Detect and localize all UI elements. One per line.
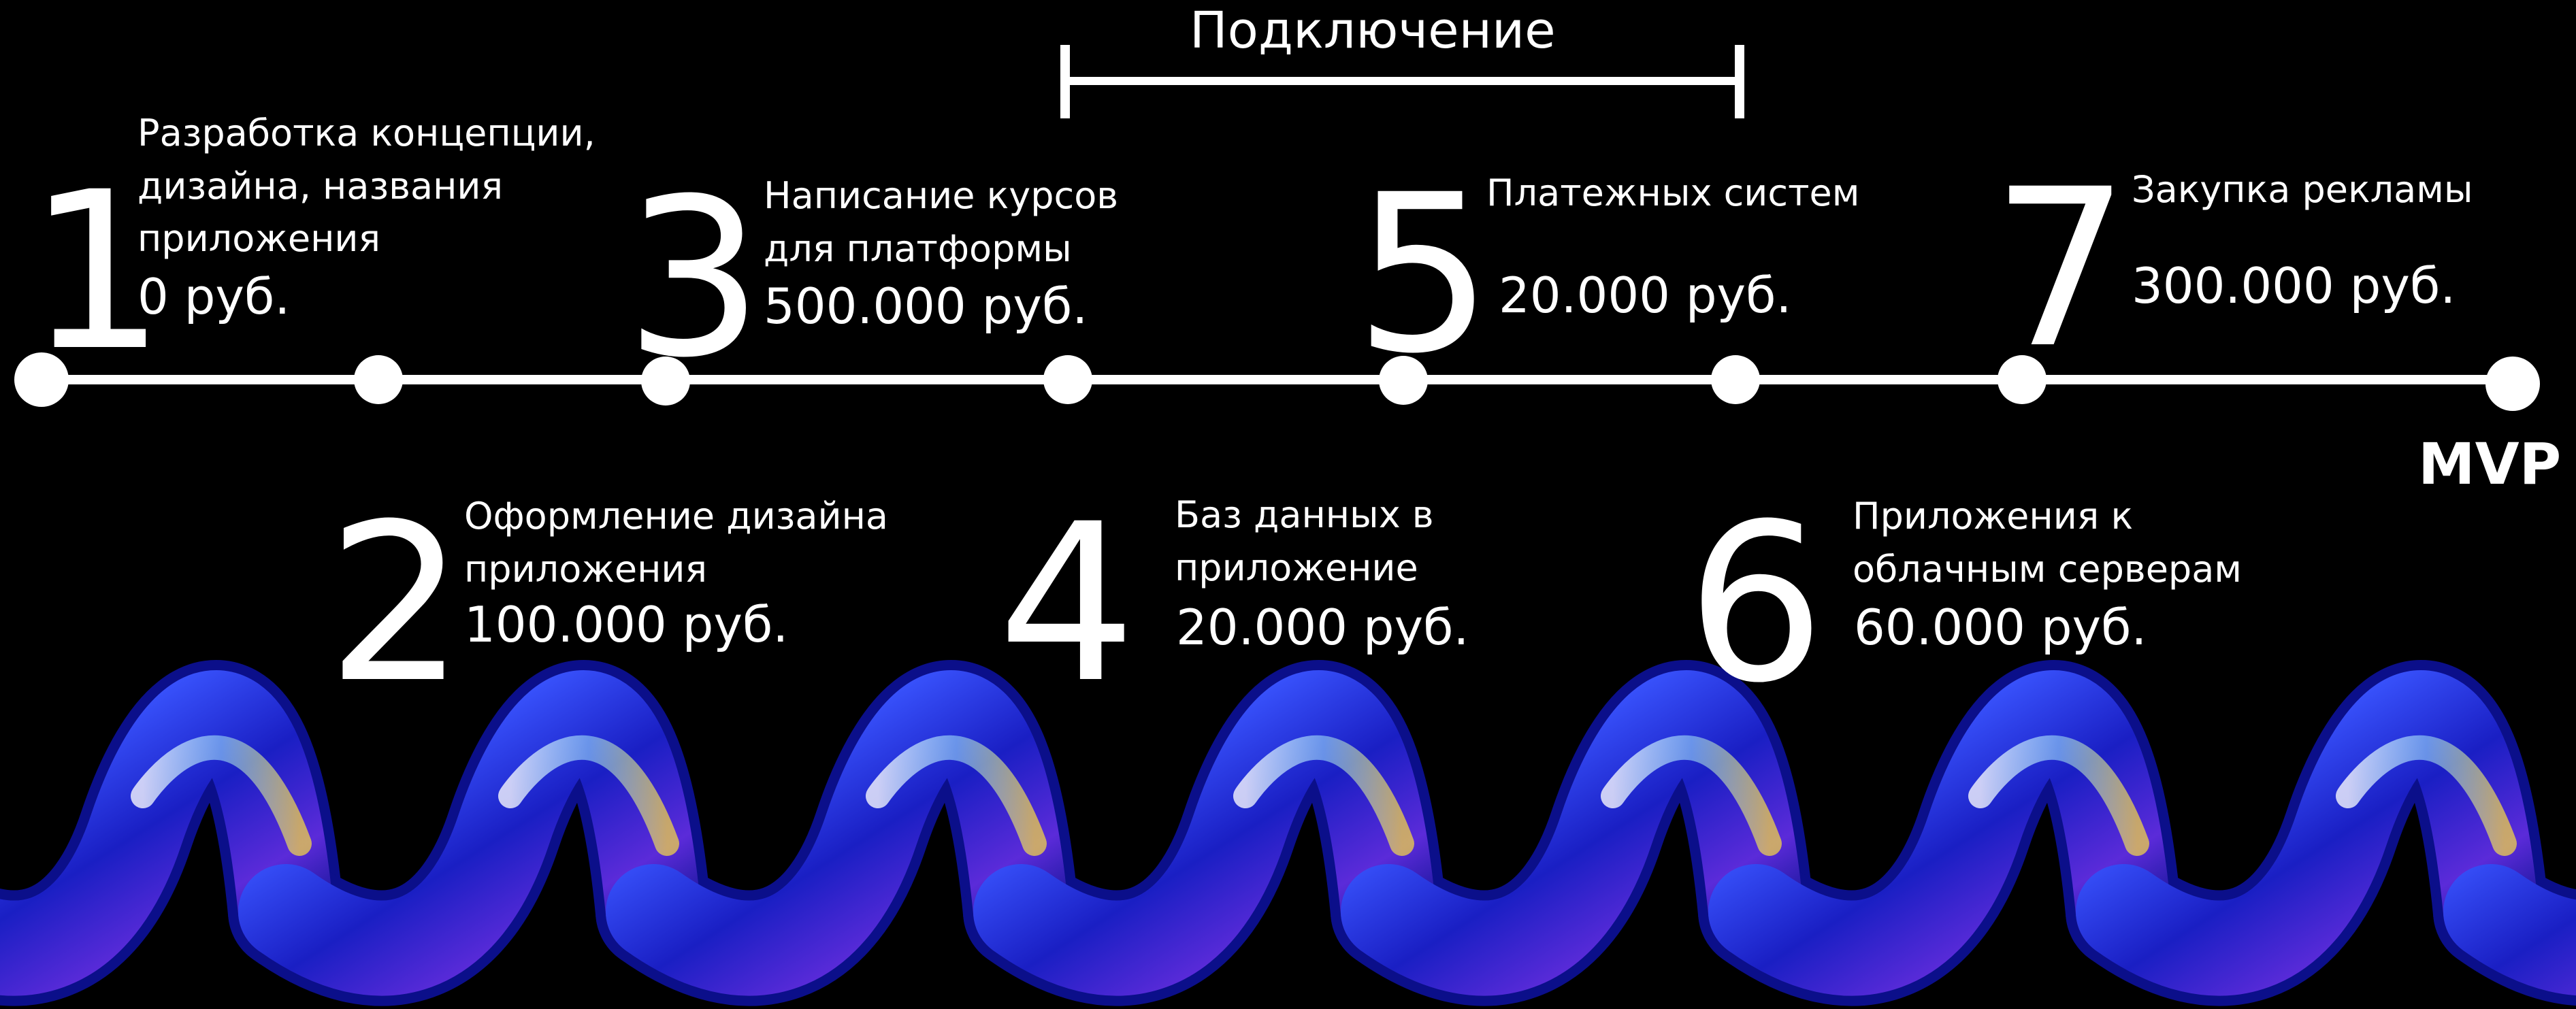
step-description-line: дизайна, названия [137,165,503,208]
step-number: 4 [998,478,1137,731]
step-price: 0 руб. [137,268,291,325]
spiral-highlight [1601,735,1782,856]
timeline-dot [1998,355,2047,404]
step-description-line: облачным серверам [1853,548,2243,591]
timeline-dot [14,352,69,407]
step-description-line: для платформы [764,227,1072,270]
step-description-line: Написание курсов [764,174,1119,217]
timeline-dot [1711,355,1760,404]
bracket-right-tick [1735,45,1744,118]
bracket-bar [1063,77,1742,85]
spiral-highlight [1968,735,2149,856]
step-description-line: приложение [1175,546,1418,589]
step-description-line: Приложения к [1853,495,2134,537]
timeline-dot [354,355,403,404]
step-description-line: Баз данных в [1175,493,1434,536]
step-number: 2 [327,478,466,731]
timeline-dot [2485,357,2540,411]
step-price: 100.000 руб. [464,596,789,653]
step-description-line: Разработка концепции, [137,112,596,154]
step-description-line: Платежных систем [1486,171,1860,214]
spiral-highlight [498,735,679,856]
timeline-line [41,375,2511,384]
bracket-left-tick [1060,45,1070,118]
step-number: 3 [625,152,764,406]
spiral-highlight [2336,735,2517,856]
timeline-dot [641,357,690,406]
mvp-label: MVP [2418,431,2562,497]
step-price: 300.000 руб. [2132,257,2456,314]
step-price: 500.000 руб. [764,278,1088,335]
step-description-line: Закупка рекламы [2132,168,2473,211]
spiral-highlight [1233,735,1414,856]
step-number: 1 [27,146,166,399]
step-number: 5 [1354,148,1493,401]
step-description-line: приложения [137,217,380,260]
step-description-line: приложения [464,548,707,591]
spiral-highlight [866,735,1047,856]
step-price: 20.000 руб. [1499,267,1792,324]
step-price: 60.000 руб. [1854,599,2147,656]
connection-title: Подключение [1190,1,1556,60]
step-price: 20.000 руб. [1176,599,1469,656]
timeline-dot [1379,356,1428,405]
step-number: 7 [1991,143,2130,396]
timeline-dot [1043,355,1092,404]
step-description-line: Оформление дизайна [464,495,888,537]
step-number: 6 [1686,478,1825,731]
spiral-highlight [131,735,312,856]
